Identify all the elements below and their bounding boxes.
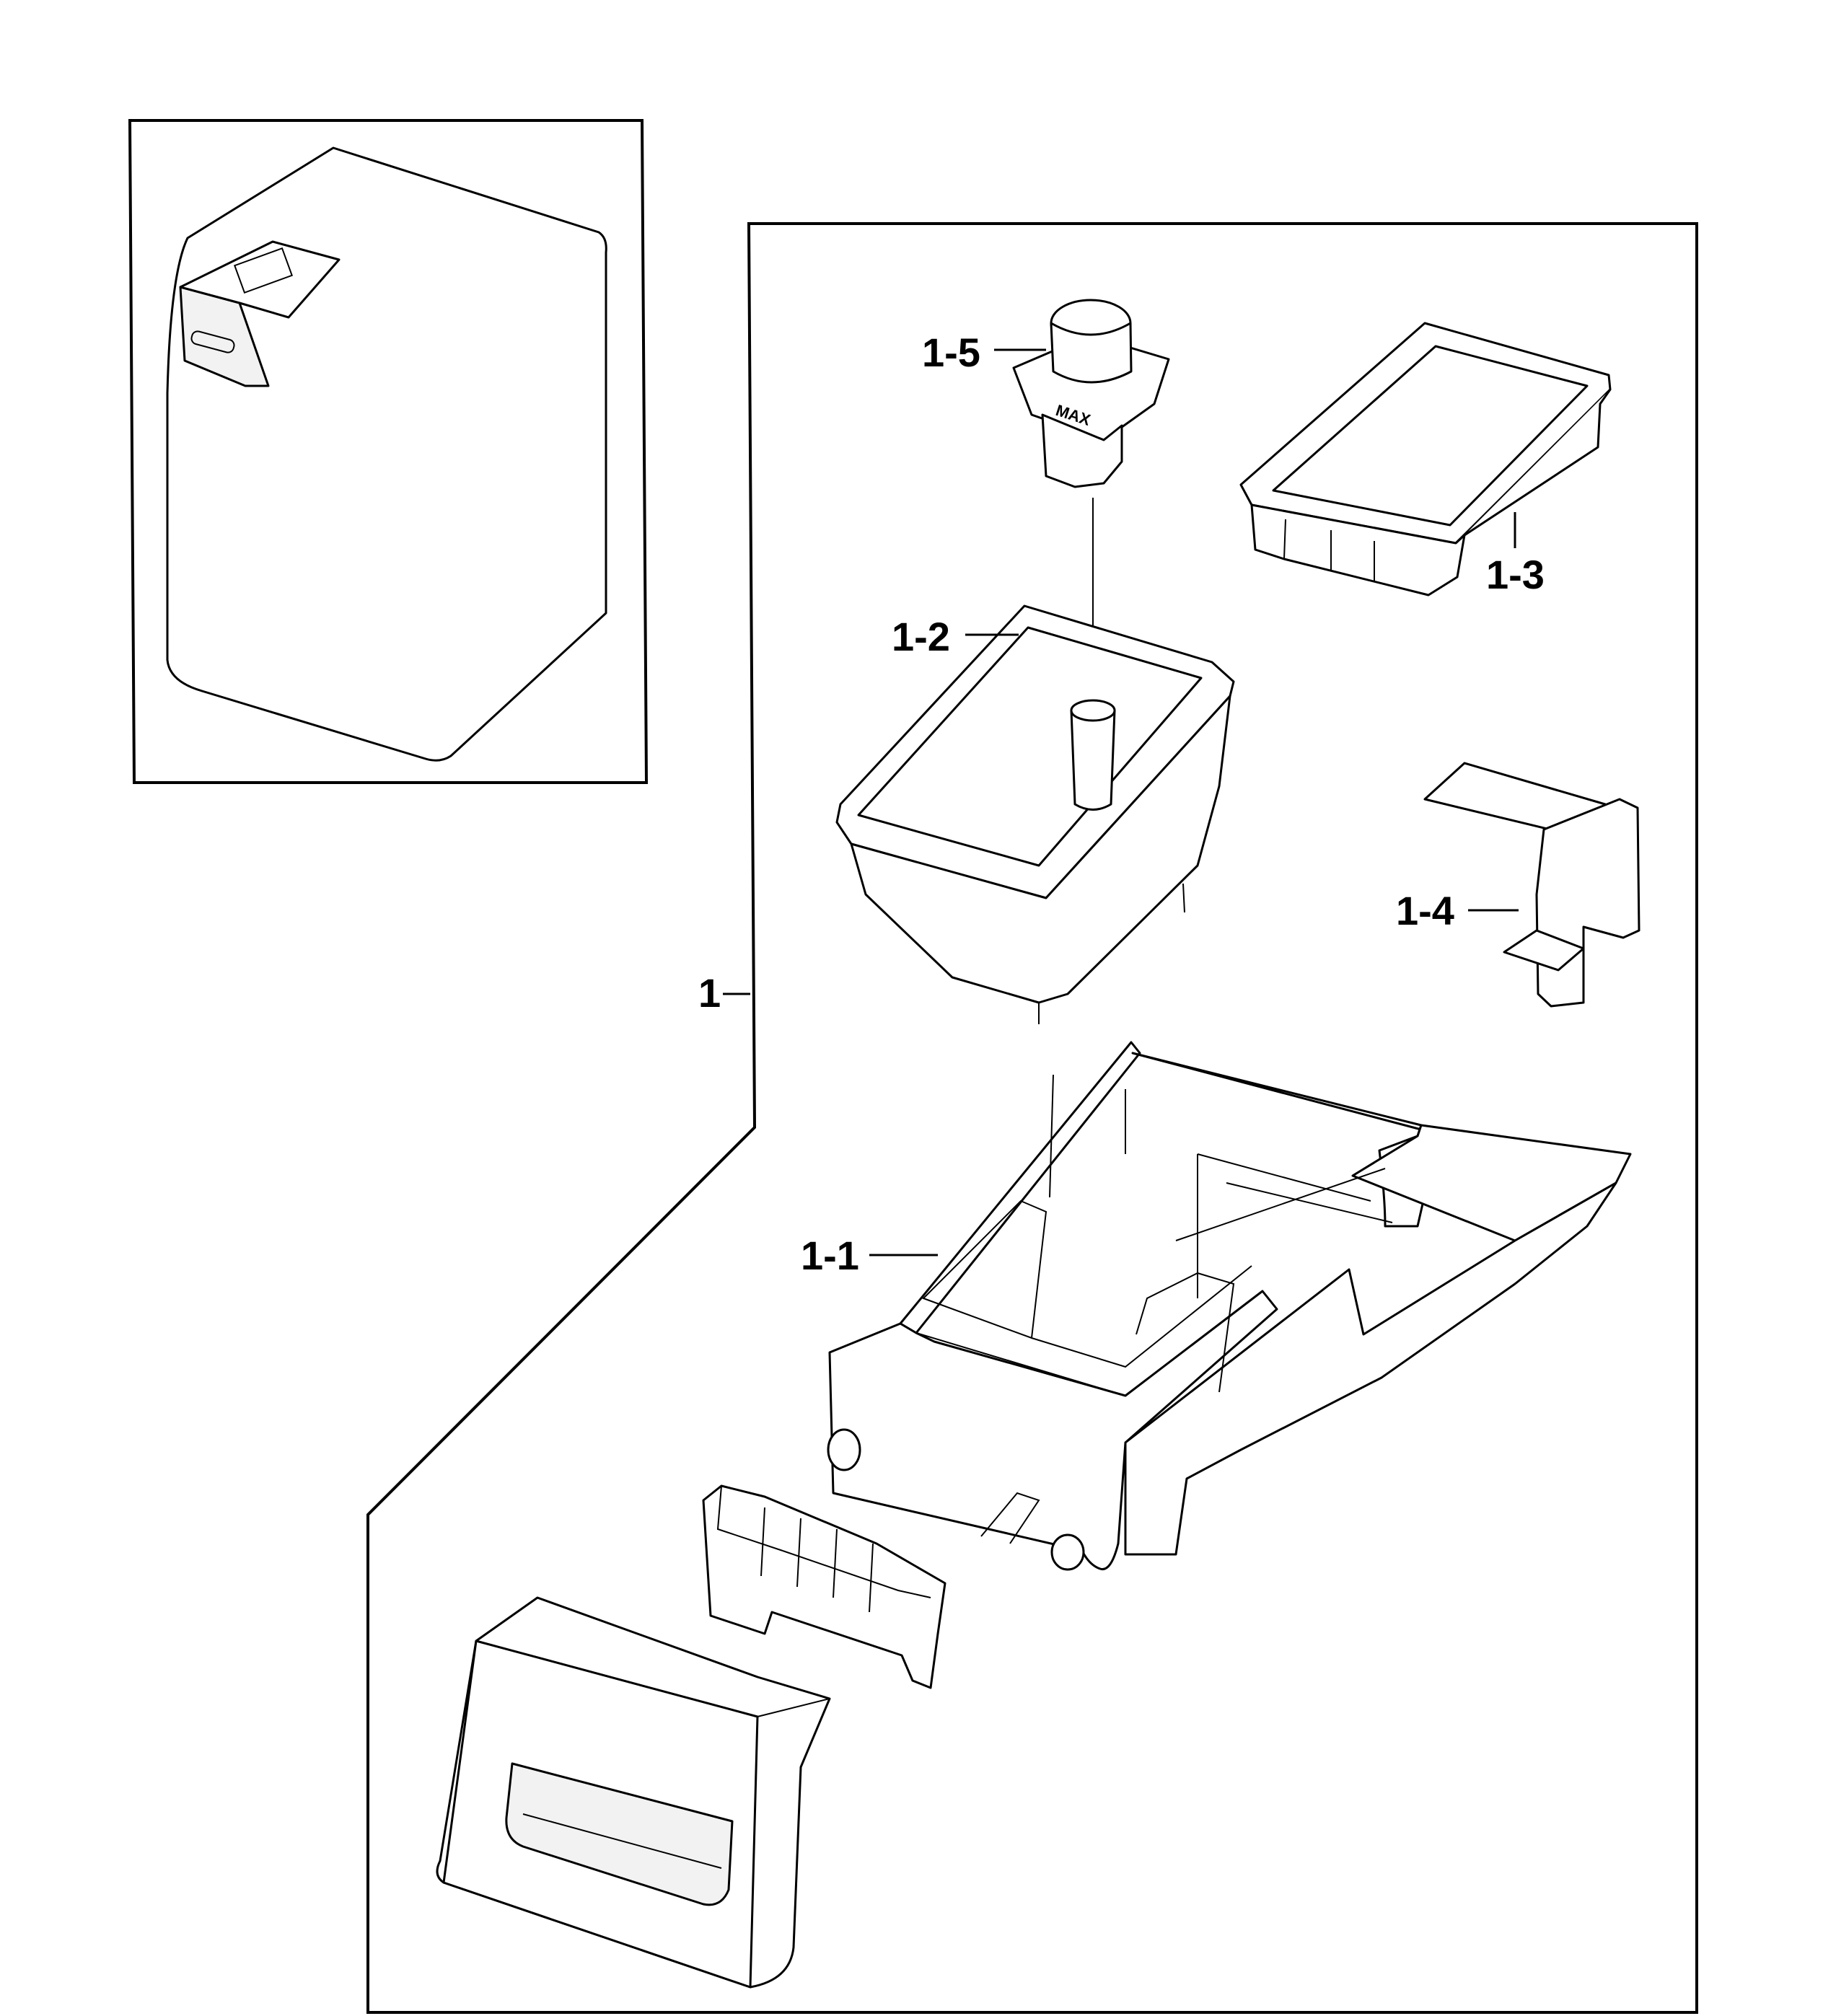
- callout-1-3: 1-3: [1486, 512, 1545, 597]
- case-front: [828, 1290, 1278, 1571]
- callout-1-4: 1-4: [1396, 888, 1519, 933]
- callout-1-5: 1-5: [922, 330, 1046, 375]
- drawer-frame-body: [702, 1484, 946, 1689]
- part-drawer-handle: [436, 1596, 831, 1989]
- part-case: [827, 1041, 1632, 1571]
- inset-overview: [128, 119, 649, 784]
- callout-1-1: 1-1: [801, 1233, 938, 1278]
- tray-inner: [1272, 345, 1589, 527]
- case-top-rail: [899, 1041, 1141, 1334]
- callout-1: 1: [698, 970, 750, 1016]
- inset-dispenser-top: [179, 240, 341, 319]
- callout-label-1-2: 1-2: [892, 614, 950, 659]
- case-inlet-right: [1050, 1533, 1085, 1571]
- part-tray: [1239, 322, 1612, 597]
- case-right-wall: [1124, 1181, 1617, 1556]
- inset-washer-panel: [166, 146, 607, 762]
- housing-body: [850, 695, 1231, 1004]
- part-drawer-frame: [702, 1484, 946, 1689]
- callout-label-1-5: 1-5: [922, 330, 980, 375]
- callout-label-1-1: 1-1: [801, 1233, 859, 1278]
- housing-post: [1070, 709, 1116, 811]
- siphon-spout: [1503, 929, 1585, 972]
- inset-frame: [128, 119, 649, 784]
- part-siphon: [1423, 762, 1640, 1008]
- housing-inner: [857, 626, 1203, 867]
- case-inlet-left: [827, 1428, 861, 1471]
- tray-front: [1250, 503, 1466, 597]
- assembly-frame: [366, 222, 1698, 2014]
- cap-dome: [1050, 322, 1133, 384]
- callout-label-1-4: 1-4: [1396, 888, 1454, 933]
- siphon-body: [1535, 798, 1640, 1008]
- callout-1-2: 1-2: [892, 614, 1019, 659]
- drawer-handle-grip: [505, 1762, 734, 1906]
- part-cap: MAX: [1012, 299, 1170, 703]
- cap-stem: [1041, 413, 1123, 488]
- part-housing: [835, 604, 1235, 1024]
- callout-label-1-3: 1-3: [1486, 552, 1545, 597]
- callout-label-1: 1: [698, 970, 721, 1016]
- case-side: [1131, 1052, 1437, 1228]
